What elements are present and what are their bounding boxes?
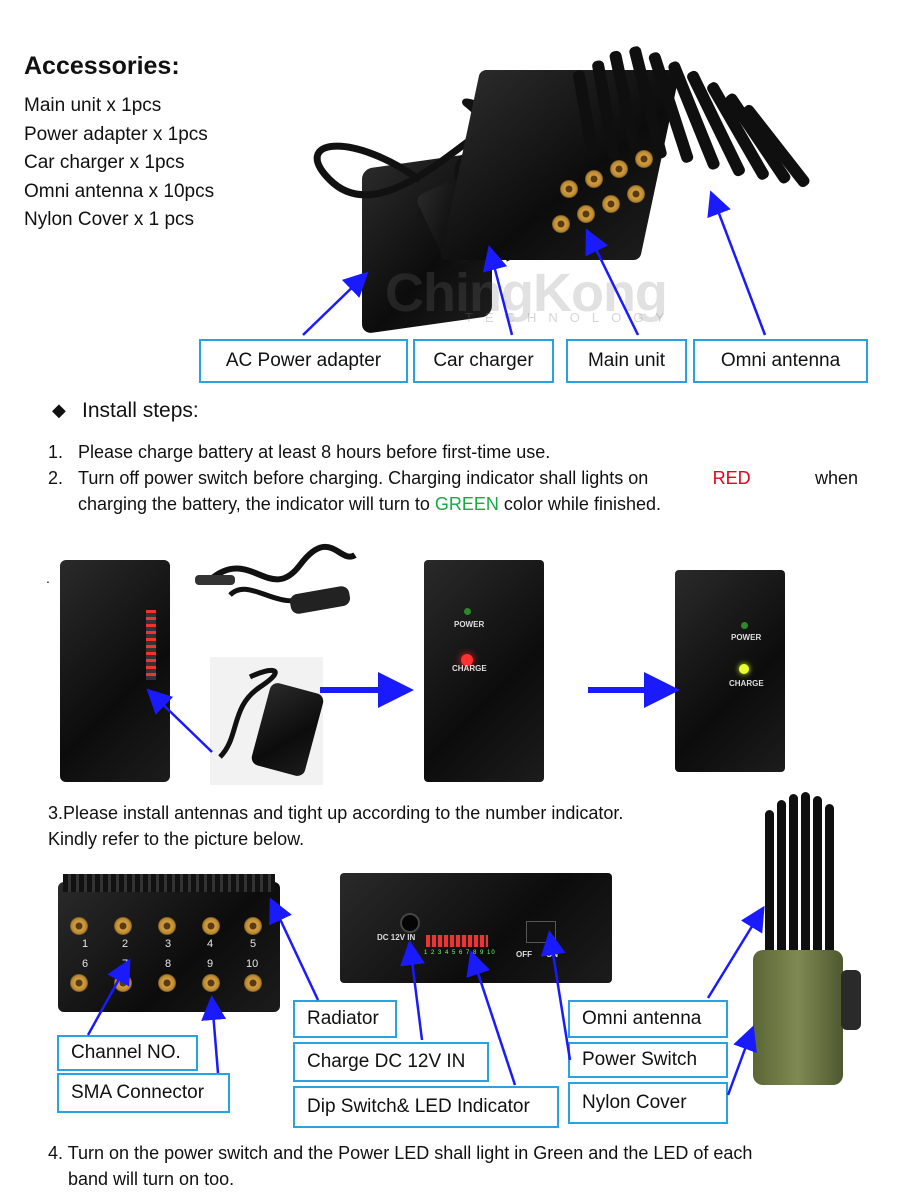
- channel-number: 1: [82, 938, 89, 950]
- accessory-item: Nylon Cover x 1 pcs: [24, 209, 195, 230]
- label-main-unit: Main unit: [566, 339, 687, 383]
- charge-label: CHARGE: [729, 679, 764, 688]
- dc-in-label: DC 12V IN: [377, 933, 416, 942]
- nylon-cover-photo: [745, 790, 865, 1090]
- dc-jack: [400, 913, 420, 933]
- step3-line2: Kindly refer to the picture below.: [48, 829, 305, 849]
- accessory-item: Car charger x 1pcs: [24, 152, 185, 173]
- step2-line2: charging the battery, the indicator will…: [78, 491, 661, 517]
- car-charger-photo: [190, 535, 365, 630]
- dip-numbers: 1 2 3 4 5 6 7 8 9 10: [424, 950, 496, 956]
- label-car-charger: Car charger: [413, 339, 554, 383]
- channel-number: 10: [246, 958, 259, 970]
- accessories-list: Main unit x 1pcs Power adapter x 1pcs Ca…: [24, 92, 214, 235]
- power-label: POWER: [454, 620, 485, 629]
- bullet-icon: ◆: [52, 400, 66, 420]
- charge-label: CHARGE: [452, 664, 487, 673]
- label-radiator: Radiator: [293, 1000, 397, 1038]
- step2-text-d: color while finished.: [503, 494, 661, 514]
- label-sma: SMA Connector: [57, 1073, 230, 1113]
- step1-text: Please charge battery at least 8 hours b…: [78, 442, 551, 462]
- channel-number: 5: [250, 938, 257, 950]
- label-nylon: Nylon Cover: [568, 1082, 728, 1124]
- accessories-photo: [270, 30, 812, 340]
- side-panel-photo: DC 12V IN 1 2 3 4 5 6 7 8 9 10 OFF ON: [340, 873, 612, 983]
- label-omni: Omni antenna: [568, 1000, 728, 1038]
- step2-red: RED: [712, 468, 751, 488]
- step2-line1: Turn off power switch before charging. C…: [78, 465, 858, 491]
- on-label: ON: [546, 950, 558, 959]
- label-ac-adapter: AC Power adapter: [199, 339, 408, 383]
- step2-num: 2.: [48, 468, 64, 488]
- label-channel-no: Channel NO.: [57, 1035, 198, 1071]
- label-dip: Dip Switch& LED Indicator: [293, 1086, 559, 1128]
- step2-text-c: charging the battery, the indicator will…: [78, 494, 430, 514]
- step2-text-b: when: [814, 468, 858, 488]
- step4-line1: 4. Turn on the power switch and the Powe…: [48, 1143, 753, 1163]
- channel-number: 4: [207, 938, 214, 950]
- step3-line1: 3.Please install antennas and tight up a…: [48, 803, 624, 823]
- channel-number: 9: [207, 958, 214, 970]
- adapter-photo: [210, 657, 326, 785]
- channel-number: 2: [122, 938, 129, 950]
- charging-green-photo: POWER CHARGE: [675, 570, 785, 772]
- step2-green: GREEN: [434, 494, 499, 514]
- label-power-switch: Power Switch: [568, 1042, 728, 1078]
- accessory-item: Power adapter x 1pcs: [24, 123, 208, 145]
- device-side-image: [60, 560, 170, 782]
- watermark-sub: TECHNOLOGY: [465, 310, 677, 325]
- off-label: OFF: [516, 950, 532, 959]
- charge-led-red: [461, 654, 473, 666]
- accessory-item: Main unit x 1pcs: [24, 95, 162, 116]
- step4-line2: band will turn on too.: [68, 1169, 235, 1189]
- charging-red-photo: POWER CHARGE: [424, 560, 544, 782]
- dip-switch: [426, 935, 488, 947]
- channel-number: 8: [165, 958, 172, 970]
- power-switch: [526, 921, 556, 943]
- power-led: [741, 622, 748, 629]
- channel-panel-photo: 1 2 3 4 5 6 7 8 9 10: [58, 874, 280, 1012]
- step1-num: 1.: [48, 442, 64, 462]
- label-omni-antenna: Omni antenna: [693, 339, 868, 383]
- step2-text-a: Turn off power switch before charging. C…: [78, 468, 649, 488]
- stray-dot: .: [46, 570, 50, 586]
- install-title: Install steps:: [82, 399, 199, 422]
- channel-number: 3: [165, 938, 172, 950]
- charge-led-green: [739, 664, 749, 674]
- accessory-item: Omni antenna x 10pcs: [24, 180, 215, 202]
- channel-number: 7: [122, 958, 129, 970]
- accessories-heading: Accessories:: [24, 52, 180, 80]
- label-charge-dc: Charge DC 12V IN: [293, 1042, 489, 1082]
- power-led: [464, 608, 471, 615]
- nylon-cover: [753, 950, 843, 1085]
- power-label: POWER: [731, 633, 762, 642]
- channel-number: 6: [82, 958, 89, 970]
